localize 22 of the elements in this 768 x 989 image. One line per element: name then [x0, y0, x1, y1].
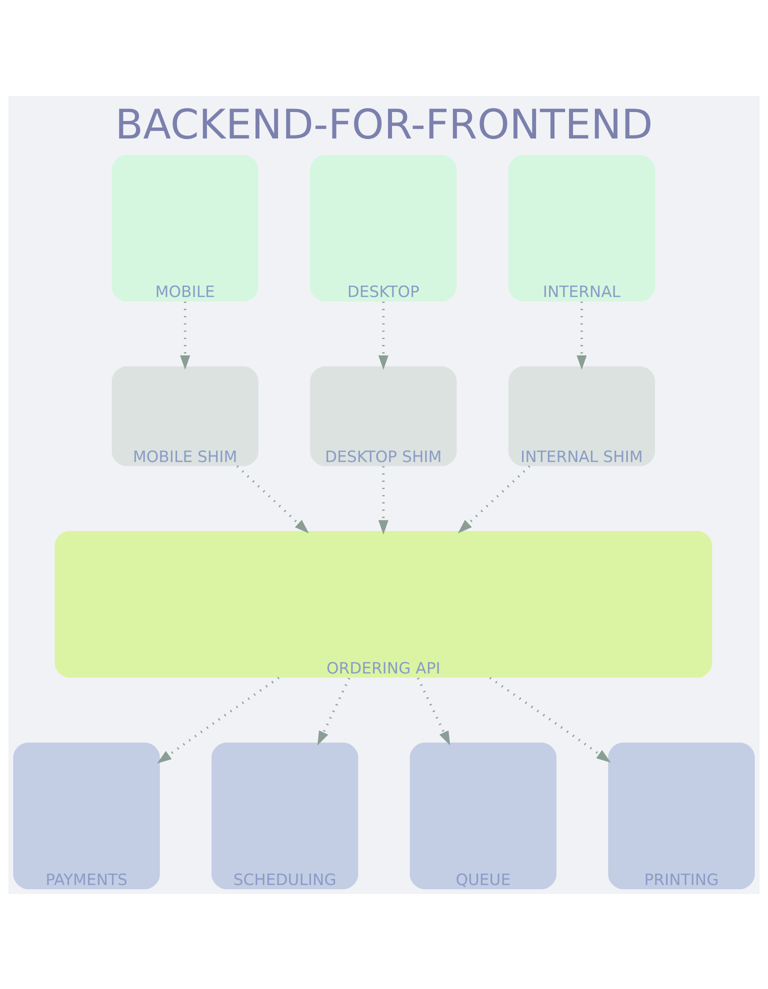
arrow [458, 464, 530, 533]
arrow [317, 677, 350, 746]
node-box: ORDERING API [54, 530, 712, 678]
node-box: DESKTOP SHIM [310, 366, 457, 466]
arrow [180, 301, 190, 370]
arrow [236, 464, 309, 533]
arrow [416, 677, 450, 746]
node-box: INTERNAL [508, 154, 655, 301]
arrow [489, 676, 611, 762]
diagram-title: BACKEND-FOR-FRONTEND [115, 100, 653, 148]
arrow [157, 676, 280, 763]
node-box: INTERNAL SHIM [508, 366, 655, 466]
node-box: PAYMENTS [13, 742, 160, 889]
node-box: SCHEDULING [212, 742, 358, 889]
node-box: DESKTOP [310, 154, 457, 301]
node-box: PRINTING [608, 742, 755, 889]
node-box: QUEUE [410, 742, 556, 889]
node-box: MOBILE SHIM [112, 366, 258, 466]
arrow [378, 301, 388, 370]
arrow [576, 301, 587, 370]
node-box: MOBILE [112, 154, 258, 301]
arrow [378, 466, 388, 534]
